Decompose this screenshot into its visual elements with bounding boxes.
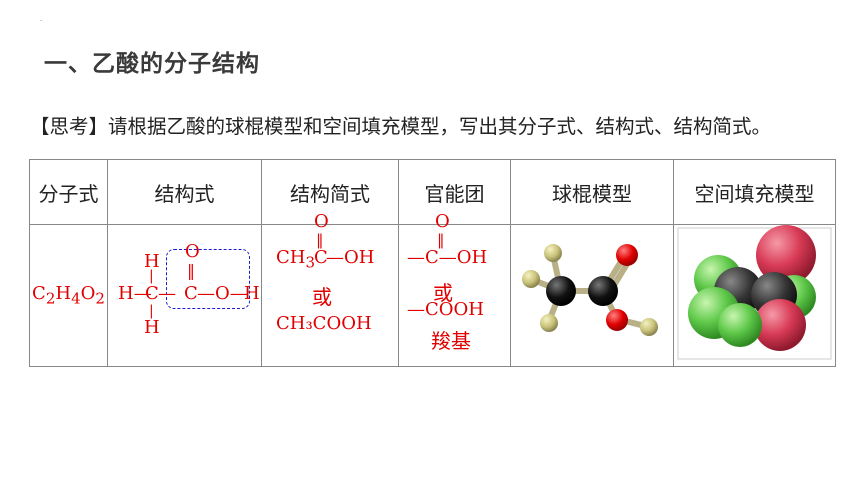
condensed-full: CH₃COOH bbox=[276, 313, 372, 334]
prompt-text: 【思考】请根据乙酸的球棍模型和空间填充模型，写出其分子式、结构式、结构简式。 bbox=[30, 110, 771, 139]
fg-name: 羧基 bbox=[431, 329, 471, 353]
prompt-bracket-open: 【 bbox=[30, 115, 50, 138]
model-frame bbox=[677, 227, 832, 360]
header-ball-stick-model: 球棍模型 bbox=[510, 159, 674, 225]
ball-stick-cell bbox=[510, 224, 674, 367]
h-atom-sphere bbox=[718, 303, 762, 347]
atom-o-double: O bbox=[185, 241, 200, 262]
condensed-formula-cell: O ‖ CH3 C —OH 或 CH₃COOH bbox=[261, 211, 399, 367]
header-condensed-formula: 结构简式 bbox=[261, 159, 399, 225]
o-atom-ball bbox=[616, 244, 638, 266]
prompt-body: 请根据乙酸的球棍模型和空间填充模型，写出其分子式、结构式、结构简式。 bbox=[108, 115, 772, 138]
fg-or: 或 bbox=[433, 281, 453, 305]
condensed-oh: —OH bbox=[326, 247, 375, 268]
header-functional-group: 官能团 bbox=[398, 159, 511, 225]
o-atom-ball bbox=[606, 309, 628, 331]
atom-o-single: —O— bbox=[197, 283, 248, 304]
bond-top: | bbox=[149, 268, 154, 284]
h-atom-ball bbox=[544, 244, 562, 262]
o-atom-sphere bbox=[756, 225, 816, 285]
atom-h-bottom: H bbox=[144, 317, 160, 338]
fg-carboxyl-line: —C—OH bbox=[407, 247, 488, 268]
condensed-or: 或 bbox=[312, 285, 332, 309]
functional-group: O ‖ —C—OH 或 —COOH 羧基 bbox=[399, 211, 510, 364]
bond-double: ‖ bbox=[187, 261, 195, 280]
o-atom-sphere bbox=[754, 299, 806, 351]
fg-cooh: —COOH bbox=[407, 299, 484, 320]
content-row: C2H4O2 H | H— C — O ‖ C —O— H | H O bbox=[29, 211, 836, 367]
bond-c-c: — bbox=[158, 283, 176, 304]
atom-c2: C bbox=[184, 283, 198, 304]
condensed-double-bond: ‖ bbox=[316, 231, 324, 249]
atom-h-left: H— bbox=[118, 283, 152, 304]
fg-double-bond: ‖ bbox=[437, 231, 445, 249]
functional-group-cell: O ‖ —C—OH 或 —COOH 羧基 bbox=[398, 211, 511, 367]
structural-formula: H | H— C — O ‖ C —O— H | H bbox=[108, 227, 261, 364]
structural-formula-cell: H | H— C — O ‖ C —O— H | H bbox=[107, 224, 262, 367]
h-atom-ball bbox=[540, 314, 558, 332]
header-row: 分子式 结构式 结构简式 官能团 球棍模型 空间填充模型 bbox=[29, 159, 836, 225]
h-atom-ball bbox=[522, 270, 540, 288]
carboxyl-dashed-box bbox=[166, 249, 250, 309]
c-atom-ball bbox=[546, 276, 576, 306]
page-title: 一、乙酸的分子结构 bbox=[44, 51, 260, 77]
atom-h-right: H bbox=[244, 283, 260, 304]
header-molecular-formula: 分子式 bbox=[29, 159, 108, 225]
molecular-formula: C2H4O2 bbox=[32, 283, 105, 308]
condensed-o-top: O bbox=[314, 211, 329, 232]
ball-stick-model-image bbox=[522, 244, 658, 336]
condensed-ch3: CH3 bbox=[276, 247, 316, 272]
corner-mark: · bbox=[40, 17, 43, 25]
atom-c1: C bbox=[145, 283, 159, 304]
header-structural-formula: 结构式 bbox=[107, 159, 262, 225]
molecular-formula-cell: C2H4O2 bbox=[29, 224, 108, 367]
space-filling-cell bbox=[673, 224, 836, 367]
c-atom-ball bbox=[588, 276, 618, 306]
prompt-bracket-close: 】 bbox=[88, 115, 109, 138]
h-atom-ball bbox=[640, 318, 658, 336]
condensed-formula: O ‖ CH3 C —OH 或 CH₃COOH bbox=[262, 211, 398, 364]
condensed-c: C bbox=[314, 247, 328, 268]
atom-h-top: H bbox=[144, 251, 160, 272]
structure-table: 分子式 结构式 结构简式 官能团 球棍模型 空间填充模型 C2H4O2 H | … bbox=[29, 159, 836, 367]
prompt-tag: 思考 bbox=[49, 115, 89, 138]
space-filling-model-image bbox=[677, 225, 832, 360]
header-space-filling-model: 空间填充模型 bbox=[673, 159, 836, 225]
bond-bottom: | bbox=[149, 303, 154, 319]
fg-o-top: O bbox=[435, 211, 450, 232]
